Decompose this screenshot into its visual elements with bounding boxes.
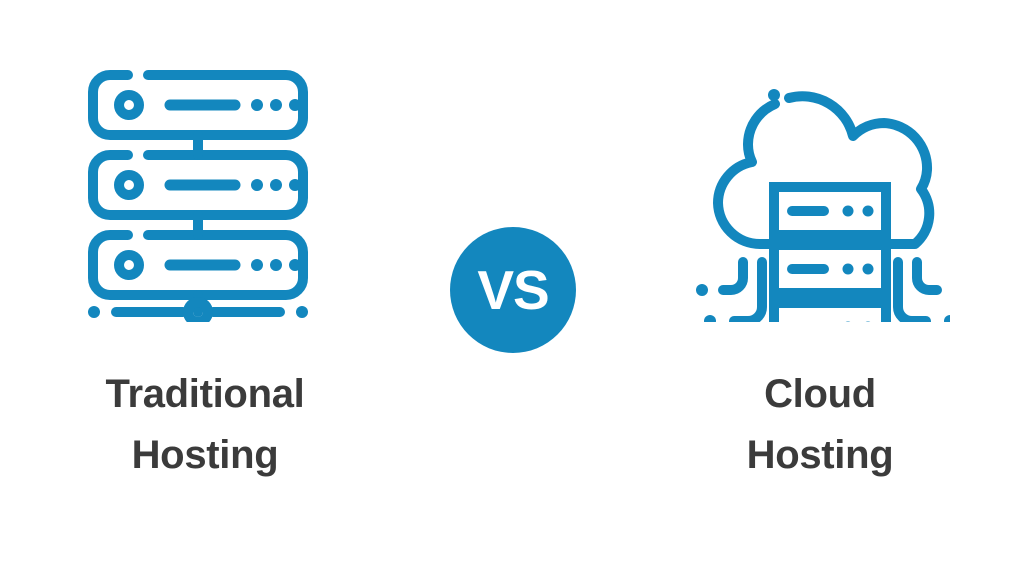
cloud-accent-dot [768,89,780,101]
cloud-server-unit [769,182,891,240]
cloud-right-arc [784,91,935,249]
status-led-ring [114,250,144,280]
cloud-hosting-icon-box [685,62,955,322]
cloud-left-arc [713,99,799,249]
bus-node-ring [183,297,213,322]
cloud-hosting-panel: Cloud Hosting [650,62,990,486]
airflow-brackets-right [893,257,942,322]
cloud-server-icon [696,89,950,322]
traditional-hosting-panel: Traditional Hosting [35,62,375,486]
traditional-hosting-label: Traditional Hosting [105,372,305,477]
cloud-hosting-label: Cloud Hosting [746,372,894,477]
vs-badge: VS [450,227,576,353]
cloud-server-unit [769,240,891,298]
status-led-ring [114,90,144,120]
traditional-hosting-icon-box [80,62,330,322]
cloud-server-unit [769,298,891,322]
airflow-dots-left [696,284,716,322]
airflow-brackets-left [718,257,767,322]
traditional-server-rack-icon [88,70,308,322]
vs-badge-label: VS [477,258,549,321]
airflow-dots-right [944,315,950,322]
status-led-ring [114,170,144,200]
